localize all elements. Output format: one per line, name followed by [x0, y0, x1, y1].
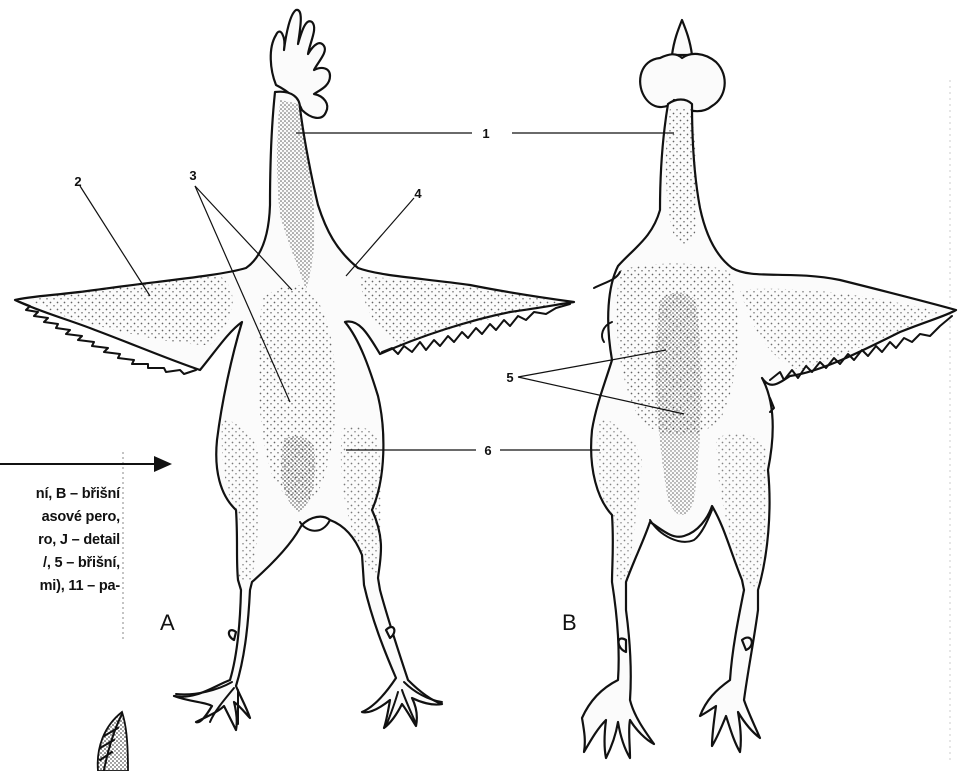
- callout-1: 1: [482, 126, 489, 141]
- callout-2: 2: [74, 174, 81, 189]
- leader-4: [346, 198, 414, 276]
- caption-fragment: ní, B – břišní asové pero, ro, J – detai…: [0, 486, 122, 646]
- bird-ventral-view-b: [582, 20, 956, 758]
- callout-6: 6: [484, 443, 491, 458]
- callout-4: 4: [414, 186, 422, 201]
- panel-label-a: A: [160, 610, 175, 635]
- feather-illustration: [98, 712, 128, 771]
- pointer-arrow: [0, 456, 172, 472]
- caption-line-4: /, 5 – břišní,: [43, 555, 120, 571]
- caption-line-3: ro, J – detail: [38, 532, 120, 548]
- body-b: [582, 100, 956, 759]
- beak-b: [672, 20, 692, 55]
- leader-2: [80, 186, 150, 296]
- callout-3: 3: [189, 168, 196, 183]
- caption-line-5: mi), 11 – pa-: [40, 578, 120, 594]
- callout-5: 5: [506, 370, 513, 385]
- panel-label-b: B: [562, 610, 577, 635]
- spur-left-a: [229, 630, 236, 640]
- caption-line-1: ní, B – břišní: [36, 486, 120, 502]
- caption-line-2: asové pero,: [42, 509, 120, 525]
